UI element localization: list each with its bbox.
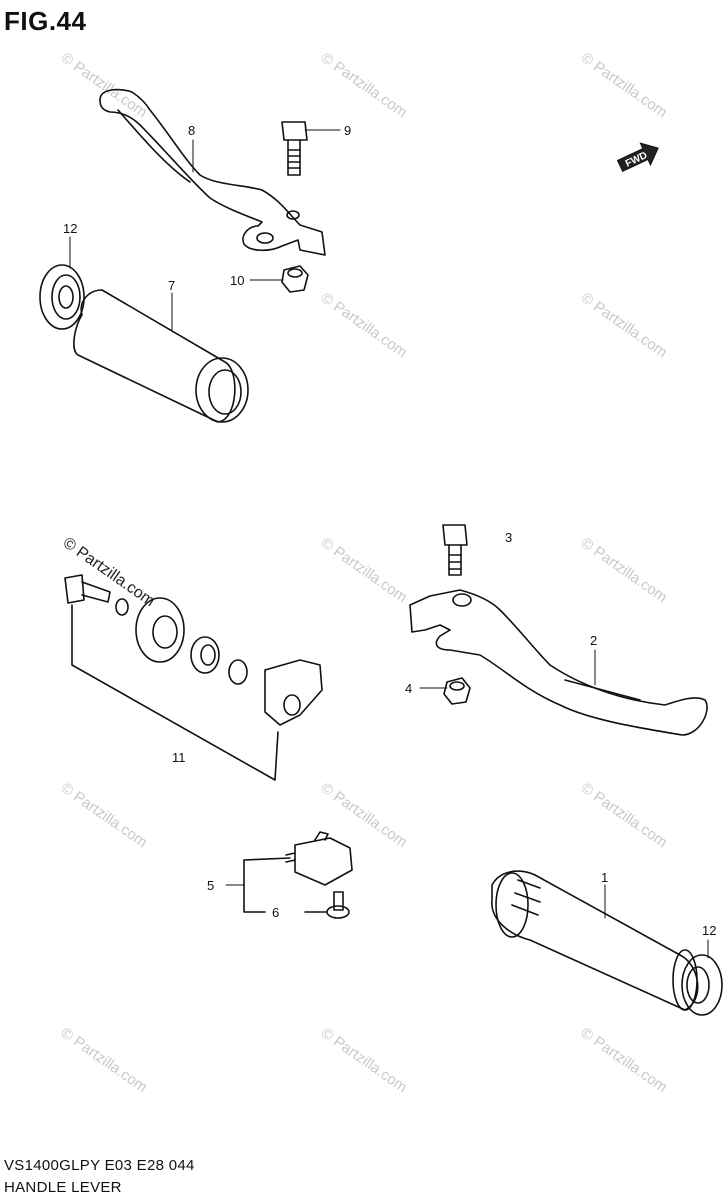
- watermark: © Partzilla.com: [578, 289, 671, 361]
- watermark: © Partzilla.com: [318, 534, 411, 606]
- part-12-grip-end-cap: [39, 264, 85, 330]
- part-6-screw: [304, 891, 350, 919]
- part-9-bolt: [281, 121, 308, 176]
- callout-6: 6: [272, 905, 279, 920]
- callout-3: 3: [505, 530, 512, 545]
- fwd-arrow-icon: FWD: [616, 142, 659, 172]
- part-5-switch: [243, 831, 353, 913]
- callout-5: 5: [207, 878, 214, 893]
- leader-lines: [69, 129, 709, 959]
- part-1-throttle-grip: [491, 870, 699, 1011]
- callout-12-lower: 12: [702, 923, 716, 938]
- part-2-brake-lever: [409, 589, 708, 736]
- fwd-label: FWD: [624, 150, 649, 170]
- footer-section-name: HANDLE LEVER: [4, 1179, 122, 1196]
- part-10-nut: [281, 265, 309, 293]
- callout-7: 7: [168, 278, 175, 293]
- part-7-handle-grip: [73, 289, 249, 423]
- callout-9: 9: [344, 123, 351, 138]
- watermark-layer: © Partzilla.com © Partzilla.com © Partzi…: [58, 49, 671, 1096]
- callout-1: 1: [601, 870, 608, 885]
- watermark: © Partzilla.com: [578, 779, 671, 851]
- figure-title: FIG.44: [4, 6, 87, 36]
- callout-8: 8: [188, 123, 195, 138]
- watermark: © Partzilla.com: [318, 49, 411, 121]
- watermark: © Partzilla.com: [578, 534, 671, 606]
- callout-12-upper: 12: [63, 221, 77, 236]
- callout-11: 11: [172, 750, 186, 765]
- part-3-bolt: [442, 524, 468, 576]
- part-12-grip-end-cap-right: [681, 954, 723, 1016]
- callout-10: 10: [230, 273, 244, 288]
- part-4-nut: [443, 677, 471, 705]
- watermark: © Partzilla.com: [318, 1024, 411, 1096]
- watermark: © Partzilla.com: [578, 49, 671, 121]
- part-8-clutch-lever: [99, 88, 326, 256]
- watermark: © Partzilla.com: [58, 779, 151, 851]
- footer-model-code: VS1400GLPY E03 E28 044: [4, 1157, 195, 1174]
- watermark: © Partzilla.com: [58, 1024, 151, 1096]
- watermark: © Partzilla.com: [578, 1024, 671, 1096]
- watermark: © Partzilla.com: [58, 49, 151, 121]
- callout-labels: 8 9 10 12 7 3 2 4 11 5 6 1 12: [63, 123, 716, 938]
- part-11-lever-holder-assembly: [64, 574, 323, 781]
- callout-4: 4: [405, 681, 412, 696]
- watermark: © Partzilla.com: [318, 779, 411, 851]
- callout-2: 2: [590, 633, 597, 648]
- watermark: © Partzilla.com: [318, 289, 411, 361]
